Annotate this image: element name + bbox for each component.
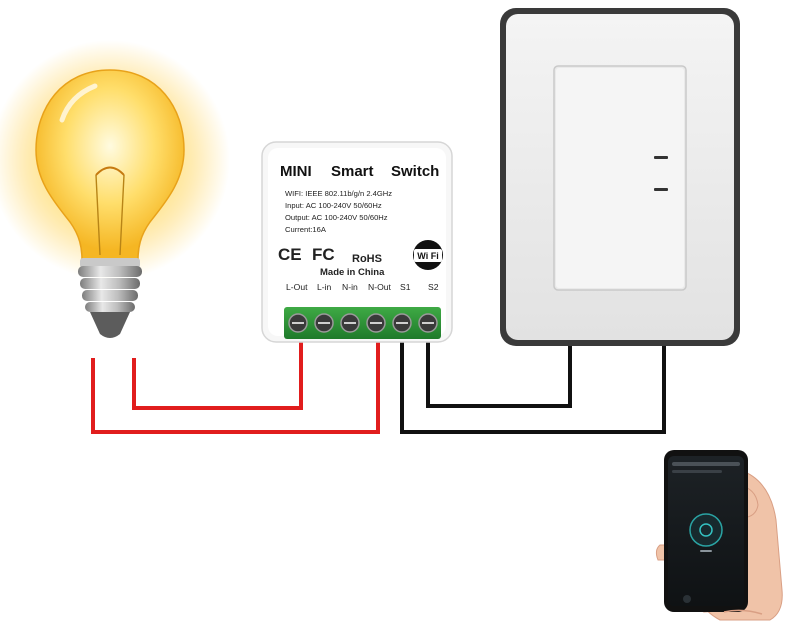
spec-current: Current:16A (285, 225, 327, 234)
ce-mark-icon: CE (278, 245, 302, 264)
module-title-word-1: MINI (280, 163, 312, 180)
live-wire-load (91, 338, 380, 434)
wifi-logo-text: Wi Fi (417, 251, 438, 261)
terminal-label-l-out: L-Out (286, 282, 308, 292)
wires (91, 338, 666, 434)
smartphone-icon (664, 450, 748, 612)
switch-wire-s2 (426, 338, 572, 408)
terminal-label-l-in: L-in (317, 282, 332, 292)
smartphone-in-hand (655, 450, 783, 621)
module-title-word-3: Switch (391, 163, 439, 180)
spec-output: Output: AC 100-240V 50/60Hz (285, 213, 388, 222)
terminal-block (284, 307, 441, 339)
light-bulb-icon (0, 40, 230, 338)
live-wire-lin (132, 338, 303, 410)
fc-mark-icon: FC (312, 245, 335, 264)
wall-switch-icon (500, 8, 740, 346)
terminal-label-s2: S2 (428, 282, 439, 292)
terminal-label-n-in: N-in (342, 282, 358, 292)
spec-wifi: WIFI: IEEE 802.11b/g/n 2.4GHz (285, 189, 392, 198)
mini-smart-switch-module: MINI Smart Switch WIFI: IEEE 802.11b/g/n… (261, 141, 453, 343)
wifi-logo-icon: Wi Fi (413, 240, 443, 270)
module-title-word-2: Smart (331, 163, 374, 180)
terminal-label-s1: S1 (400, 282, 411, 292)
made-in-label: Made in China (320, 267, 385, 278)
spec-input: Input: AC 100-240V 50/60Hz (285, 201, 382, 210)
terminal-label-n-out: N-Out (368, 282, 392, 292)
rohs-mark: RoHS (352, 253, 382, 265)
switch-wire-s1 (400, 338, 666, 434)
